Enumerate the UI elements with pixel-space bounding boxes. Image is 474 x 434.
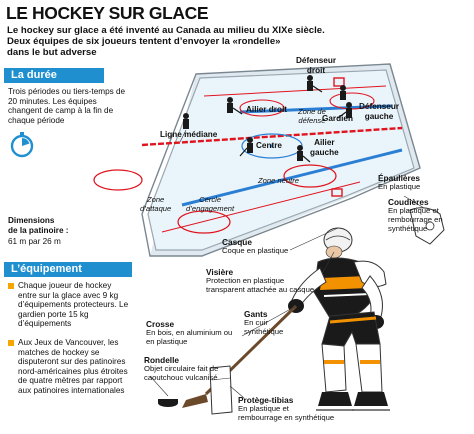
- label-protege-tibias: Protège-tibias En plastique et rembourra…: [238, 395, 335, 423]
- hockey-player-illustration: [182, 227, 390, 411]
- player-defenseur-gauche: [337, 102, 352, 119]
- label-ailier-gauche: Ailier gauche: [310, 138, 339, 157]
- label-gants: Gants En cuir synthétique: [244, 309, 284, 337]
- center-red-line: [141, 126, 403, 147]
- faceoff-circle: [239, 99, 285, 117]
- shoulder-pad-detail: [409, 207, 445, 245]
- label-visiere: Visière Protection en plastique transpar…: [206, 267, 315, 295]
- duree-header: La durée: [4, 68, 104, 83]
- label-defenseur-droit: Défenseur droit: [296, 56, 337, 75]
- faceoff-circle: [93, 169, 143, 191]
- blue-line-near: [181, 148, 403, 207]
- dimensions-label: Dimensions de la patinoire :: [8, 216, 69, 235]
- player-centre: [239, 137, 253, 157]
- label-gardien: Gardien: [322, 114, 353, 123]
- goal-line-near: [161, 181, 361, 233]
- label-cercle-engagement: Cercle d’engagement: [186, 195, 235, 213]
- label-zone-attaque: Zone d’attaque: [140, 195, 172, 213]
- stopwatch-icon: [10, 132, 34, 158]
- goal-net: [333, 77, 345, 87]
- player-gardien: [340, 85, 346, 100]
- label-defenseur-gauche: Défenseur gauche: [359, 102, 400, 121]
- equipement-bullet-2: Aux Jeux de Vancouver, les matches de ho…: [4, 338, 132, 396]
- label-ailier-droit: Ailier droit: [246, 105, 287, 114]
- label-rondelle: Rondelle Objet circulaire fait de caoutc…: [144, 355, 219, 383]
- equipement-header: L’équipement: [4, 262, 132, 277]
- player-figures: [183, 75, 352, 163]
- leader-lines: [179, 70, 311, 143]
- bullet-square: [8, 283, 14, 289]
- player-defenseur-near: [183, 113, 189, 129]
- goal-line-far: [203, 85, 387, 97]
- label-centre: Centre: [256, 141, 282, 150]
- rink-outline: [141, 63, 421, 257]
- bullet-square: [8, 340, 14, 346]
- faceoff-circle: [283, 164, 337, 188]
- shin-guard-detail: [209, 365, 233, 415]
- label-casque: Casque Coque en plastique: [222, 237, 289, 256]
- player-defenseur-droit: [307, 75, 323, 93]
- intro-text: Le hockey sur glace a été inventé au Can…: [7, 25, 325, 58]
- label-ligne-mediane: Ligne médiane: [160, 130, 218, 139]
- goal-net: [331, 188, 343, 197]
- page-title: LE HOCKEY SUR GLACE: [6, 3, 209, 23]
- label-crosse: Crosse En bois, en aluminium ou en plast…: [146, 319, 233, 347]
- duree-text: Trois périodes ou tiers-temps de 20 minu…: [8, 87, 126, 125]
- label-zone-defense: Zone de défense: [298, 107, 326, 125]
- label-coudieres: Coudières En plastique et rembourrage en…: [388, 197, 443, 233]
- faceoff-circle: [177, 210, 231, 234]
- dimensions-value: 61 m par 26 m: [8, 237, 61, 246]
- player-ailier-gauche: [297, 145, 311, 163]
- label-zone-neutre: Zone neutre: [258, 176, 299, 185]
- player-ailier-droit: [227, 97, 243, 115]
- equipement-bullet-1: Chaque joueur de hockey entre sur la gla…: [4, 281, 132, 329]
- label-epaulieres: Épaulières En plastique: [378, 173, 421, 192]
